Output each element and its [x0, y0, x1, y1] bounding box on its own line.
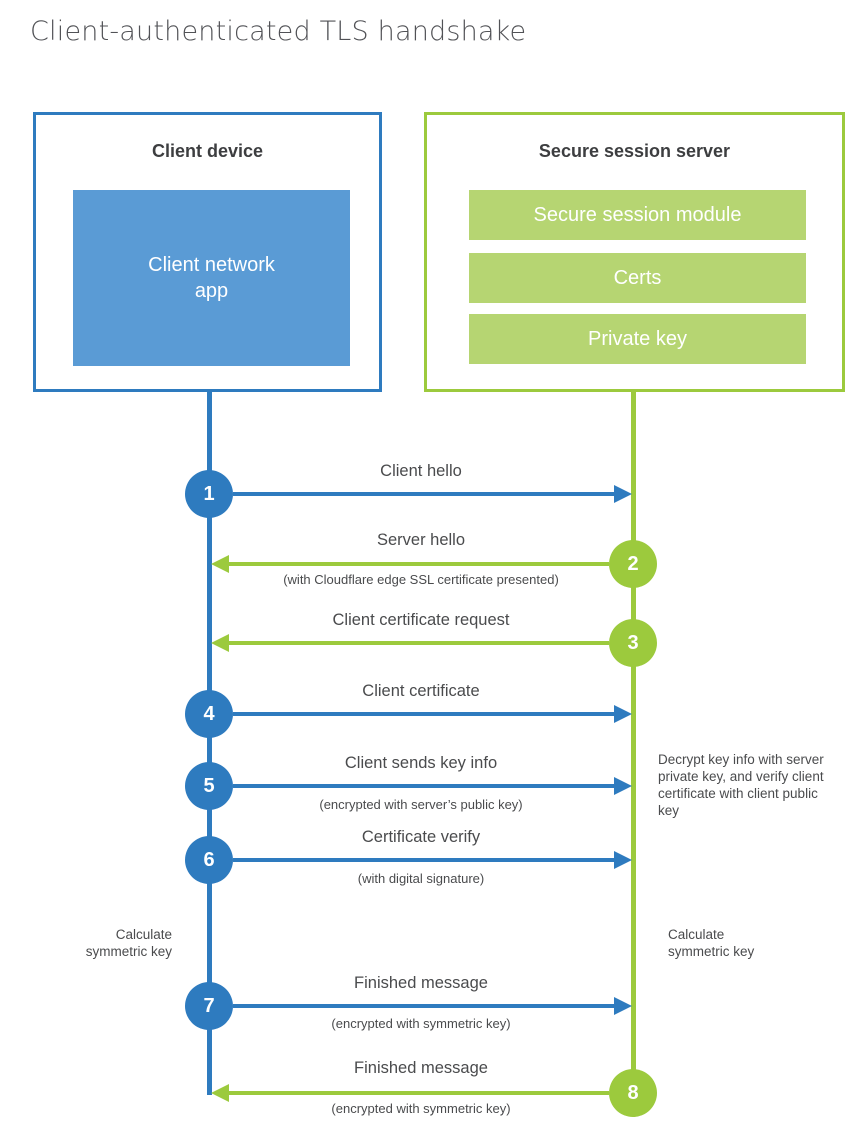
- client-device-box: Client device Client network app: [33, 112, 382, 392]
- step-7-sublabel: (encrypted with symmetric key): [331, 1016, 511, 1031]
- step-7-arrow-line: [233, 1004, 616, 1008]
- arrow-left-icon: [211, 1084, 229, 1102]
- step-8-sublabel: (encrypted with symmetric key): [331, 1101, 511, 1116]
- step-1-badge: 1: [185, 470, 233, 518]
- step-4-arrow-line: [233, 712, 616, 716]
- client-calculate-note: Calculate symmetric key: [85, 927, 172, 959]
- arrow-left-icon: [211, 555, 229, 573]
- client-lifeline: [207, 392, 212, 1095]
- step-2-badge: 2: [609, 540, 657, 588]
- arrow-right-icon: [614, 485, 632, 503]
- step-1-arrow-line: [233, 492, 616, 496]
- client-device-title: Client device: [151, 141, 264, 161]
- secure-session-server-title: Secure session server: [538, 141, 731, 161]
- step-5-label: Client sends key info: [344, 754, 498, 772]
- arrow-right-icon: [614, 777, 632, 795]
- page-title: Client-authenticated TLS handshake: [30, 16, 527, 47]
- step-2-label: Server hello: [376, 531, 466, 549]
- step-8-arrow-line: [228, 1091, 609, 1095]
- step-5-arrow-line: [233, 784, 616, 788]
- step-3-label: Client certificate request: [332, 611, 510, 629]
- private-key-bar: Private key: [469, 314, 806, 364]
- client-network-app-box: Client network app: [73, 190, 350, 366]
- step-6-label: Certificate verify: [361, 828, 481, 846]
- step-3-badge: 3: [609, 619, 657, 667]
- arrow-right-icon: [614, 851, 632, 869]
- step-2-sublabel: (with Cloudflare edge SSL certificate pr…: [283, 572, 559, 587]
- step-2-arrow-line: [228, 562, 609, 566]
- server-decrypt-note: Decrypt key info with server private key…: [658, 752, 824, 818]
- arrow-left-icon: [211, 634, 229, 652]
- server-lifeline: [631, 392, 636, 1093]
- step-4-label: Client certificate: [362, 682, 480, 700]
- server-calculate-note: Calculate symmetric key: [668, 927, 755, 959]
- step-8-badge: 8: [609, 1069, 657, 1117]
- secure-session-server-box: Secure session server Secure session mod…: [424, 112, 845, 392]
- step-7-label: Finished message: [354, 974, 488, 992]
- step-8-label: Finished message: [354, 1059, 488, 1077]
- step-6-arrow-line: [233, 858, 616, 862]
- step-6-sublabel: (with digital signature): [357, 871, 485, 886]
- secure-session-module-bar: Secure session module: [469, 190, 806, 240]
- step-3-arrow-line: [228, 641, 609, 645]
- step-4-badge: 4: [185, 690, 233, 738]
- step-5-sublabel: (encrypted with server’s public key): [319, 797, 523, 812]
- step-7-badge: 7: [185, 982, 233, 1030]
- step-1-label: Client hello: [380, 462, 462, 480]
- certs-bar: Certs: [469, 253, 806, 303]
- step-6-badge: 6: [185, 836, 233, 884]
- arrow-right-icon: [614, 997, 632, 1015]
- arrow-right-icon: [614, 705, 632, 723]
- step-5-badge: 5: [185, 762, 233, 810]
